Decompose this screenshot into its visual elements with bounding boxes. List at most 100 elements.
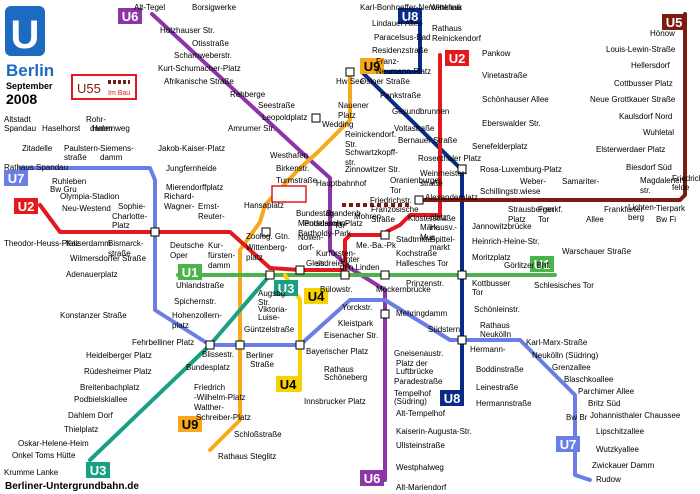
badge-u8[interactable]	[440, 390, 464, 406]
station-label[interactable]: Berliner	[246, 351, 274, 360]
badge-u3[interactable]	[274, 280, 298, 296]
station-label[interactable]: Eberswalder Str.	[482, 119, 541, 128]
station-label[interactable]: Str.	[345, 140, 357, 149]
station-label[interactable]: Platz	[508, 215, 526, 224]
station-label[interactable]: Rathaus Steglitz	[218, 452, 276, 461]
station-label[interactable]: Ruhleben	[52, 177, 86, 186]
interchange-hallesches[interactable]	[380, 270, 390, 280]
station-label[interactable]: Bernauer Straße	[398, 136, 458, 145]
station-label[interactable]: Altstadt	[4, 115, 31, 124]
station-label[interactable]: Haselhorst	[42, 124, 81, 133]
station-label[interactable]: Rudow	[596, 475, 621, 484]
station-label[interactable]: Dahlem Dorf	[68, 411, 114, 420]
station-label[interactable]: Kurt-Schumacher-Platz	[158, 64, 241, 73]
interchange-hermannplatz[interactable]	[457, 335, 467, 345]
station-label[interactable]: Thielplatz	[64, 425, 98, 434]
station-label[interactable]: Tor	[334, 221, 345, 230]
station-label[interactable]: Unter	[340, 255, 360, 264]
station-label[interactable]: Rathaus	[432, 24, 462, 33]
station-label[interactable]: Straße	[371, 215, 396, 224]
station-label[interactable]: Johannisthaler Chaussee	[590, 411, 681, 420]
station-label[interactable]: Holzhauser Str.	[160, 26, 215, 35]
interchange-gesundbrunnen[interactable]	[457, 164, 467, 174]
station-label[interactable]: Strausberger	[508, 205, 555, 214]
station-label[interactable]: Afrikanische Straße	[164, 77, 234, 86]
station-label[interactable]: Ullsteinstraße	[396, 441, 445, 450]
station-label[interactable]: Potsdamer Platz	[304, 219, 363, 228]
station-label[interactable]: Wuhletal	[643, 128, 674, 137]
station-label[interactable]: wiese	[519, 187, 541, 196]
interchange-bismarck[interactable]	[150, 227, 160, 237]
station-label[interactable]: Halemweg	[92, 124, 130, 133]
station-label[interactable]: Reinickendorf.	[345, 130, 396, 139]
station-label[interactable]: Podbielskiallee	[74, 395, 128, 404]
station-label[interactable]: Walther-	[194, 403, 224, 412]
badge-u7[interactable]	[556, 436, 580, 452]
station-label[interactable]: Neue Grottkauer Straße	[590, 95, 676, 104]
station-label[interactable]: Lipschitzallee	[596, 427, 645, 436]
badge-u6[interactable]	[118, 8, 142, 24]
station-label[interactable]: Schwartzkopff-	[345, 148, 398, 157]
station-label[interactable]: Paulstern-	[64, 144, 101, 153]
station-label[interactable]: Moritzplatz	[472, 253, 511, 262]
station-label[interactable]: Senefelderplatz	[472, 142, 528, 151]
station-label[interactable]: Bw Gru	[50, 185, 77, 194]
station-label[interactable]: Schlesisches Tor	[534, 281, 594, 290]
station-label[interactable]: Bartholdy-Park	[298, 229, 352, 238]
station-label[interactable]: Allee	[586, 215, 604, 224]
station-label[interactable]: Hansaplatz	[244, 201, 284, 210]
station-label[interactable]: Rathaus	[480, 321, 510, 330]
station-label[interactable]: Schönleinstr.	[474, 305, 520, 314]
station-label[interactable]: Reuter-	[198, 212, 225, 221]
station-label[interactable]: Kur-	[208, 241, 223, 250]
station-label[interactable]: Brandenb.	[326, 209, 363, 218]
station-label[interactable]: Bundesplatz	[186, 363, 230, 372]
badge-u2[interactable]	[14, 198, 38, 214]
station-label[interactable]: Warschauer Straße	[562, 247, 632, 256]
station-label[interactable]: Bw Br	[566, 413, 588, 422]
interchange-wittenberg[interactable]	[265, 270, 275, 280]
station-label[interactable]: Karl-Bonhoeffer-Nervenklinik	[360, 3, 463, 12]
station-label[interactable]: Charlotte-	[112, 212, 147, 221]
station-label[interactable]: Alt-Tempelhof	[396, 409, 446, 418]
station-label[interactable]: Viktoria-	[258, 305, 288, 314]
station-label[interactable]: Güntzelstraße	[244, 325, 295, 334]
station-label[interactable]: Rosenthaler Platz	[418, 154, 481, 163]
station-label[interactable]: Frankfurter	[604, 205, 643, 214]
station-label[interactable]: Friedrichstr.	[370, 196, 412, 205]
station-label[interactable]: Boddinstraße	[476, 365, 524, 374]
station-label[interactable]: Neukölln (Südring)	[532, 351, 599, 360]
station-label[interactable]: Schillingstr.	[480, 187, 520, 196]
station-label[interactable]: Oranienburger	[390, 176, 442, 185]
interchange-gleisdreieck[interactable]	[340, 270, 350, 280]
station-label[interactable]: Märk.	[420, 223, 440, 232]
station-label[interactable]: Rathaus Spandau	[4, 163, 68, 172]
station-label[interactable]: Mehringdamm	[396, 309, 447, 318]
station-label[interactable]: Turmstraße	[276, 176, 318, 185]
station-label[interactable]: Louis-Lewin-Straße	[606, 45, 676, 54]
station-label[interactable]: Möckernbrücke	[376, 285, 431, 294]
station-label[interactable]: Elsterwerdaer Platz	[596, 145, 665, 154]
station-label[interactable]: Westphalweg	[396, 463, 444, 472]
badge-u3[interactable]	[86, 462, 110, 478]
station-label[interactable]: Uhlandstraße	[176, 281, 225, 290]
badge-u6[interactable]	[360, 470, 384, 486]
badge-u9[interactable]	[178, 416, 202, 432]
station-label[interactable]: Bundestag	[296, 209, 334, 218]
station-label[interactable]: Tor	[472, 288, 483, 297]
station-label[interactable]: Klosterstraße	[408, 214, 456, 223]
station-label[interactable]: Luftbrücke	[396, 367, 434, 376]
station-label[interactable]: Richard-	[164, 192, 195, 201]
station-label[interactable]: Konstanzer Straße	[60, 311, 127, 320]
interchange-alexanderplatz[interactable]	[414, 195, 424, 205]
station-label[interactable]: Breitenbachplatz	[80, 383, 140, 392]
station-label[interactable]: Tempelhof	[394, 389, 432, 398]
station-label[interactable]: Reinickendorf	[432, 34, 482, 43]
station-label[interactable]: Grenzallee	[552, 363, 591, 372]
station-label[interactable]: Rosa-Luxemburg-Platz	[480, 165, 562, 174]
station-label[interactable]: straße	[108, 249, 131, 258]
interchange-kottbusser[interactable]	[457, 270, 467, 280]
station-label[interactable]: Hohenzollern-	[172, 311, 222, 320]
station-label[interactable]: Luise-	[258, 313, 280, 322]
station-label[interactable]: Schloßstraße	[234, 430, 282, 439]
